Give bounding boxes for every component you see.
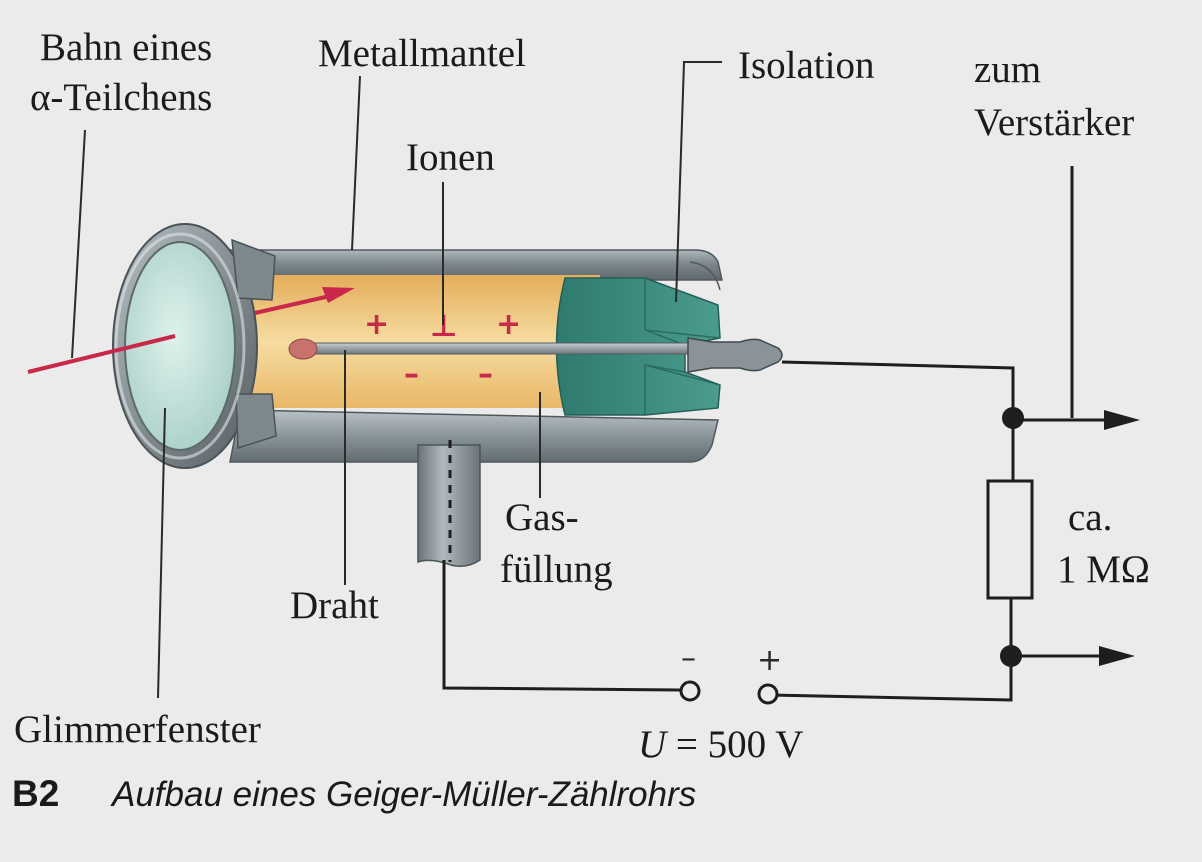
terminal-plus-sign: + bbox=[757, 643, 782, 678]
junction-bottom bbox=[1000, 645, 1022, 667]
terminal-minus-sign: – bbox=[681, 641, 696, 676]
alpha-arrowhead bbox=[322, 287, 355, 303]
connector bbox=[687, 337, 783, 373]
amp-arrow-top bbox=[1104, 410, 1140, 430]
terminal-minus bbox=[679, 680, 701, 702]
caption-id: B2 bbox=[12, 773, 59, 814]
counting-wire bbox=[299, 342, 699, 355]
ion-minus-1: – bbox=[404, 357, 419, 392]
junction-top bbox=[1002, 407, 1024, 429]
label-glimmerfenster: Glimmerfenster bbox=[14, 708, 261, 751]
mica-window bbox=[124, 241, 236, 451]
label-draht: Draht bbox=[290, 584, 379, 627]
label-bahn-line2: α-Teilchens bbox=[30, 76, 212, 119]
ion-minus-2: – bbox=[478, 357, 493, 392]
label-ionen: Ionen bbox=[406, 136, 495, 179]
resistor bbox=[986, 479, 1034, 600]
alpha-track-inside bbox=[254, 294, 331, 315]
leader-lines bbox=[71, 61, 722, 699]
ion-plus-2: + bbox=[496, 307, 521, 342]
label-gas-line1: Gas- bbox=[505, 496, 579, 539]
terminal-plus bbox=[757, 683, 779, 705]
voltage-symbol: U bbox=[638, 723, 669, 766]
figure-caption: B2 Aufbau eines Geiger-Müller-Zählrohrs bbox=[12, 773, 696, 814]
label-gas-line2: füllung bbox=[500, 548, 613, 591]
label-bahn-line1: Bahn eines bbox=[40, 26, 212, 69]
label-isolation: Isolation bbox=[738, 44, 874, 87]
ion-plus-1: + bbox=[364, 307, 389, 342]
caption-text: Aufbau eines Geiger-Müller-Zählrohrs bbox=[110, 775, 696, 814]
label-ca: ca. bbox=[1068, 496, 1112, 539]
label-voltage: U = 500 V bbox=[638, 723, 803, 766]
counter-tube: + + – – ⊥ bbox=[27, 223, 783, 567]
circuit: – + bbox=[442, 166, 1140, 705]
metal-mantle-bottom bbox=[229, 409, 719, 463]
amp-arrow-bottom bbox=[1099, 646, 1135, 666]
label-zum: zum bbox=[974, 48, 1041, 91]
labels: Bahn eines α-Teilchens Metallmantel Isol… bbox=[14, 26, 1150, 766]
label-verstaerker: Verstärker bbox=[974, 101, 1134, 144]
gas-filling bbox=[245, 275, 600, 408]
wire-tip bbox=[288, 338, 318, 360]
label-resistance: 1 MΩ bbox=[1057, 548, 1150, 591]
voltage-value: = 500 V bbox=[666, 723, 803, 766]
label-metallmantel: Metallmantel bbox=[318, 32, 526, 75]
alpha-track-outside bbox=[27, 334, 176, 374]
metal-mantle-top bbox=[202, 249, 723, 281]
